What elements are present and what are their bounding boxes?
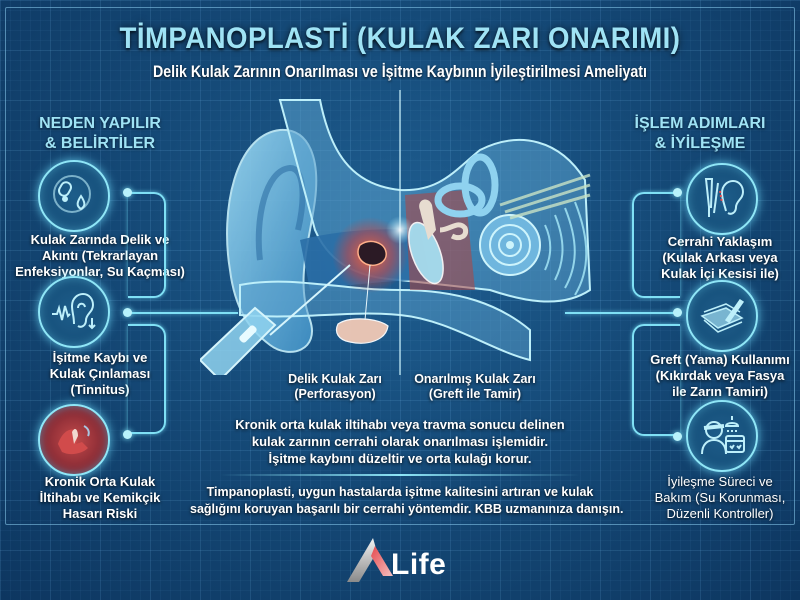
connector-line	[565, 312, 677, 314]
left-column-heading: NEDEN YAPILIR & BELİRTİLER	[0, 114, 200, 154]
procedure-description: Kronik orta kulak iltihabı veya travma s…	[200, 416, 600, 467]
label-line: Enfeksiyonlar, Su Kaçması)	[15, 264, 185, 279]
label-line: Bakım (Su Korunması,	[654, 490, 786, 505]
label-line: (Greft ile Tamir)	[428, 387, 522, 401]
brand-logo: Life	[345, 530, 455, 586]
connector-dot	[123, 188, 132, 197]
ear-anatomy-illustration: Delik Kulak Zarı (Perforasyon) Onarılmış…	[198, 90, 600, 401]
label-line: (Kıkırdak veya Fasya	[655, 368, 785, 383]
label-line: (Kulak Arkası veya	[662, 250, 778, 265]
recovery-care-icon	[686, 400, 758, 472]
label-line: İltihabı ve Kemikçik	[39, 490, 161, 505]
footer-note: Timpanoplasti, uygun hastalarda işitme k…	[190, 484, 624, 518]
divider-glow	[220, 474, 580, 476]
logo-text: Life	[391, 548, 447, 581]
label-line: Akıntı (Tekrarlayan	[41, 248, 159, 263]
label-line: Düzenli Kontroller)	[666, 506, 774, 521]
ear-hearing-loss-icon	[38, 276, 110, 348]
right-column-heading: İŞLEM ADIMLARI & İYİLEŞME	[600, 114, 800, 154]
label-line: İşitme Kaybı ve	[52, 350, 148, 365]
right-item-3-label: İyileşme Süreci ve Bakım (Su Korunması, …	[620, 474, 800, 522]
description-line: Kronik orta kulak iltihabı veya travma s…	[235, 417, 565, 432]
logo-a-mark-icon	[347, 538, 393, 582]
connector-line	[632, 192, 680, 298]
label-line: Kronik Orta Kulak	[44, 474, 156, 489]
right-item-2-label: Greft (Yama) Kullanımı (Kıkırdak veya Fa…	[620, 352, 800, 400]
left-item-2-label: İşitme Kaybı ve Kulak Çınlaması (Tinnitu…	[0, 350, 200, 398]
bacteria-drop-icon	[38, 160, 110, 232]
left-item-1-label: Kulak Zarında Delik ve Akıntı (Tekrarlay…	[0, 232, 200, 280]
label-line: İyileşme Süreci ve	[667, 474, 773, 489]
content-frame	[5, 7, 795, 525]
page-title: TİMPANOPLASTİ (KULAK ZARI ONARIMI)	[119, 22, 681, 55]
label-line: Kulak İçi Kesisi ile)	[661, 266, 779, 281]
label-line: Kulak Çınlaması	[49, 366, 151, 381]
label-line: (Perforasyon)	[294, 387, 376, 401]
footer-line: sağlığını koruyan başarılı bir cerrahi y…	[190, 502, 624, 516]
right-item-1-label: Cerrahi Yaklaşım (Kulak Arkası veya Kula…	[620, 234, 800, 282]
graft-patch-icon	[686, 280, 758, 352]
connector-dot	[673, 308, 682, 317]
right-heading-line1: İŞLEM ADIMLARI	[634, 115, 766, 132]
perforated-eardrum-label: Delik Kulak Zarı (Perforasyon)	[270, 372, 400, 402]
connector-dot	[123, 430, 132, 439]
label-line: Cerrahi Yaklaşım	[667, 234, 773, 249]
left-item-3-label: Kronik Orta Kulak İltihabı ve Kemikçik H…	[0, 474, 200, 522]
label-line: Kulak Zarında Delik ve	[30, 232, 170, 247]
description-line: İşitme kaybını düzeltir ve orta kulağı k…	[268, 451, 532, 466]
description-line: kulak zarının cerrahi olarak onarılması …	[251, 434, 549, 449]
scalpel-ear-icon	[686, 163, 758, 235]
label-line: ile Zarın Tamiri)	[672, 384, 768, 399]
label-line: Onarılmış Kulak Zarı	[414, 372, 536, 386]
label-line: Hasarı Riski	[62, 506, 138, 521]
inflamed-middle-ear-icon	[38, 404, 110, 476]
label-line: Greft (Yama) Kullanımı	[650, 352, 790, 367]
connector-dot	[673, 432, 682, 441]
left-heading-line1: NEDEN YAPILIR	[39, 115, 161, 132]
connector-line	[128, 324, 166, 434]
connector-line	[632, 324, 680, 436]
connector-line	[128, 312, 238, 314]
footer-line: Timpanoplasti, uygun hastalarda işitme k…	[206, 485, 594, 499]
right-heading-line2: & İYİLEŞME	[654, 135, 746, 152]
repaired-eardrum-label: Onarılmış Kulak Zarı (Greft ile Tamir)	[400, 372, 550, 402]
label-line: Delik Kulak Zarı	[288, 372, 382, 386]
label-line: (Tinnitus)	[70, 382, 130, 397]
left-heading-line2: & BELİRTİLER	[44, 135, 156, 152]
connector-dot	[673, 188, 682, 197]
page-subtitle: Delik Kulak Zarının Onarılması ve İşitme…	[153, 63, 647, 81]
connector-dot	[123, 308, 132, 317]
connector-line	[128, 192, 166, 298]
